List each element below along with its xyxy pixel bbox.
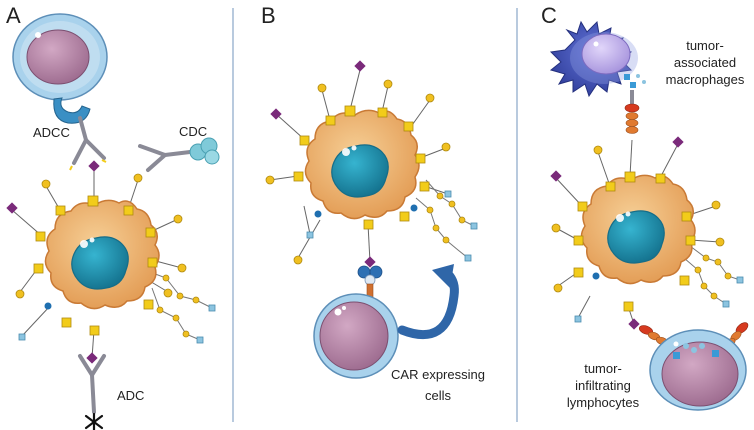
- label-adc: ADC: [117, 388, 145, 403]
- effector-cell-adcc: [12, 13, 108, 101]
- panel-letter-c: C: [541, 3, 557, 28]
- curved-arrow-icon: [397, 264, 459, 339]
- label-til-line2: infiltrating: [575, 378, 631, 393]
- label-adcc: ADCC: [33, 125, 70, 140]
- label-tam-line2: associated: [673, 55, 737, 70]
- antibody-cdc: [138, 144, 192, 172]
- label-tumor-infiltrating-lymphocytes: tumor- infiltrating lymphocytes: [558, 360, 648, 411]
- label-car-line2: cells: [424, 388, 451, 403]
- label-cdc: CDC: [179, 124, 208, 139]
- label-car-line1: CAR expressing: [391, 367, 485, 382]
- label-tam-line3: macrophages: [665, 72, 745, 87]
- panel-letter-a: A: [6, 3, 21, 28]
- car-receptor: [357, 265, 383, 299]
- tumor-cell-c: [550, 136, 744, 330]
- macrophage-receptor: [624, 74, 646, 134]
- label-tam-line1: tumor-: [686, 38, 724, 53]
- antibody-adc: [78, 354, 106, 414]
- complement-icon: [189, 137, 220, 165]
- panel-c: [549, 20, 749, 411]
- panel-b: [265, 60, 478, 379]
- macrophage-cell: [549, 20, 638, 98]
- car-t-cell: [313, 293, 399, 379]
- fc-receptor: [53, 97, 91, 124]
- label-til-line1: tumor-: [584, 361, 622, 376]
- label-til-line3: lymphocytes: [566, 395, 640, 410]
- label-car-expressing-cells: CAR expressing cells: [383, 367, 493, 403]
- drug-payload-icon: [84, 412, 104, 430]
- panel-letter-b: B: [261, 3, 276, 28]
- tumor-cell-b: [265, 60, 478, 268]
- label-tumor-associated-macrophages: tumor- associated macrophages: [660, 37, 750, 88]
- lymphocyte-cell: [649, 329, 747, 411]
- antibody-adcc: [72, 116, 106, 165]
- tumor-cell-a: [6, 160, 216, 364]
- panel-a: [6, 13, 220, 430]
